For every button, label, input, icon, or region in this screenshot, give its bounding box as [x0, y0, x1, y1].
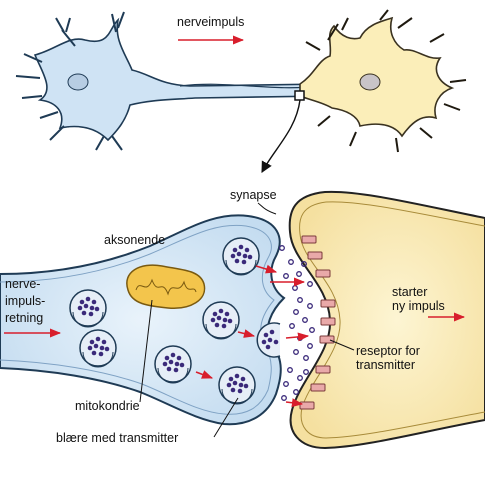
label-direction-2: impuls-: [5, 294, 46, 308]
postsynaptic-neuron: [299, 9, 467, 153]
presynaptic-neuron: [15, 11, 326, 151]
label-starts-1: starter: [392, 285, 428, 299]
vesicle: [79, 329, 117, 368]
label-receptor-2: transmitter: [356, 358, 416, 372]
label-starts-2: ny impuls: [392, 299, 445, 313]
label-direction-1: nerve-: [5, 277, 41, 291]
vesicle: [222, 237, 260, 276]
vesicle: [202, 301, 240, 340]
receptors: [299, 235, 336, 410]
label-synapse: synapse: [230, 188, 277, 202]
vesicle-leader: [213, 397, 239, 438]
label-receptor-1: reseptor for: [356, 344, 420, 358]
synapse-leader: [257, 202, 277, 215]
zoom-arrow: [261, 99, 301, 173]
receptor-leader: [329, 339, 355, 351]
label-nerve-impulse: nerveimpuls: [177, 15, 245, 29]
label-direction-3: retning: [5, 311, 44, 325]
postsynaptic-membrane: [288, 190, 485, 450]
vesicles: [69, 237, 281, 405]
label-vesicle: blære med transmitter: [56, 431, 179, 445]
vesicle-arrows: [195, 264, 310, 408]
zoom-marker: [294, 90, 305, 101]
vesicle-fusing: [256, 322, 281, 358]
mitochondrion-leader: [139, 299, 153, 403]
vesicle: [69, 289, 107, 328]
label-mitochondrion: mitokondrie: [75, 399, 140, 413]
vesicle: [218, 366, 256, 405]
vesicle: [154, 345, 192, 384]
label-axon-terminal: aksonende: [104, 233, 166, 247]
transmitter-molecules: [279, 245, 315, 401]
